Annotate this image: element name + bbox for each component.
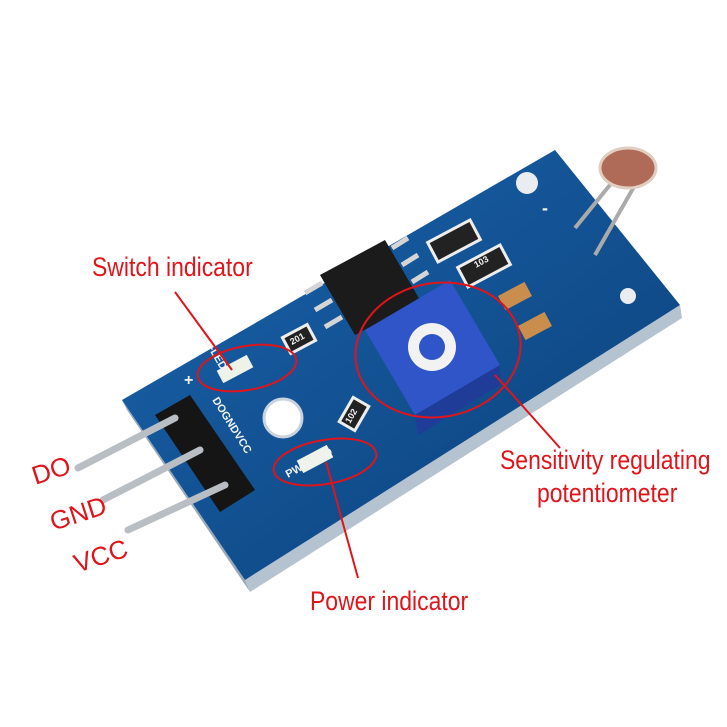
comparator-chip bbox=[320, 240, 420, 335]
power-led bbox=[296, 444, 334, 474]
pins bbox=[74, 414, 229, 534]
resistors bbox=[280, 217, 513, 433]
sensitivity-label-line1: Sensitivity regulating bbox=[500, 445, 711, 475]
silk-minus: - bbox=[542, 198, 548, 218]
photoresistor bbox=[573, 146, 658, 256]
capacitor bbox=[518, 311, 552, 341]
pad-hole bbox=[620, 288, 636, 304]
mounting-hole bbox=[262, 397, 304, 439]
switch-indicator-label: Switch indicator bbox=[92, 252, 253, 282]
capacitor bbox=[498, 281, 532, 311]
pin-header bbox=[155, 395, 255, 512]
chip-legs bbox=[303, 235, 430, 330]
board-edge bbox=[122, 400, 250, 592]
mounting-hole-right bbox=[516, 172, 538, 194]
board-edge-right bbox=[245, 305, 682, 592]
silk-plus: + bbox=[184, 372, 193, 389]
switch-led bbox=[216, 354, 254, 384]
annotation-marks bbox=[174, 281, 561, 579]
sensitivity-label-line2: potentiometer bbox=[537, 478, 678, 508]
power-indicator-label: Power indicator bbox=[310, 586, 469, 616]
